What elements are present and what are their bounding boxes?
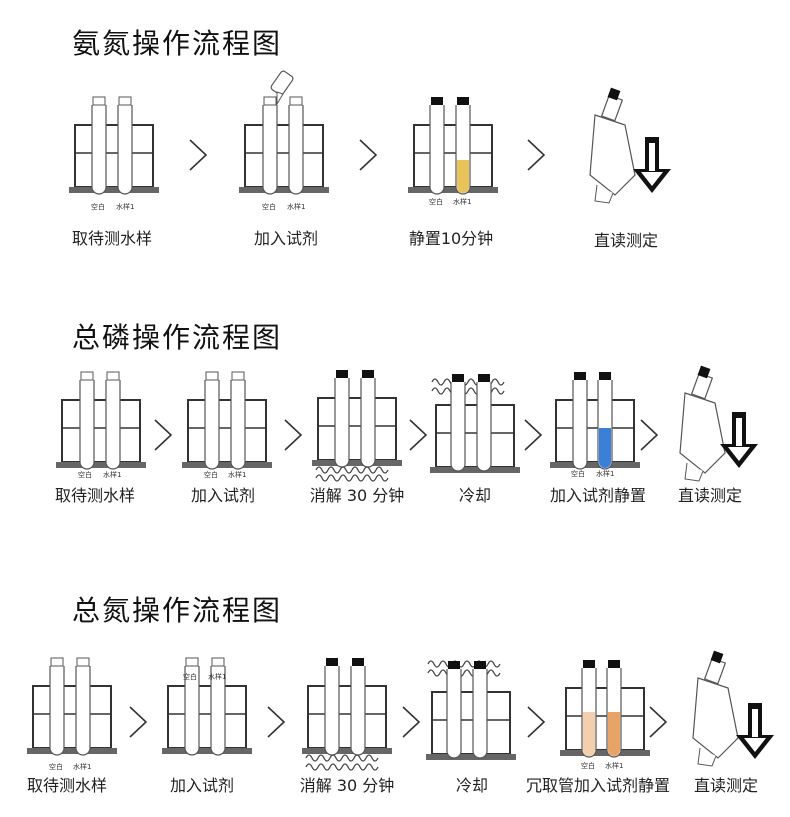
tp-step-label: 冷却 (458, 486, 492, 505)
tn-step-label: 加入试剂 (169, 776, 235, 795)
photometer-icon (692, 649, 739, 767)
down-arrow-icon (736, 703, 774, 759)
heat-waves-icon (431, 387, 505, 395)
tp-step-3 (311, 369, 403, 482)
heat-waves-icon (315, 474, 389, 482)
tp-step-5 (549, 371, 641, 470)
tp-step-label: 加入试剂静置 (549, 486, 647, 505)
arrow-chevron-icon (189, 139, 207, 171)
tube-label-sample: 水样1 (103, 471, 122, 479)
photometer-icon (589, 86, 636, 204)
tn-step-5 (559, 659, 651, 758)
arrow-chevron-icon (284, 419, 302, 451)
tube-label-sample: 水样1 (287, 203, 306, 211)
tn-step-3 (301, 657, 393, 771)
ammonia-step-label: 取待测水样 (71, 229, 153, 248)
tube-label-blank: 空白 (204, 471, 218, 479)
tn-title: 总氮操作流程图 (72, 594, 283, 627)
heat-waves-icon (427, 660, 501, 668)
tube-label-sample: 水样1 (73, 763, 92, 771)
arrow-chevron-icon (524, 419, 542, 451)
arrow-chevron-icon (129, 706, 147, 738)
tube-label-blank: 空白 (183, 673, 197, 681)
heat-waves-icon (305, 754, 379, 762)
tn-step-1 (26, 657, 118, 756)
arrow-chevron-icon (527, 139, 545, 171)
arrow-chevron-icon (154, 419, 172, 451)
tp-title: 总磷操作流程图 (72, 321, 283, 354)
tp-step-1 (55, 371, 147, 470)
ammonia-step-label: 静置10分钟 (408, 229, 494, 248)
tube-label-blank: 空白 (571, 470, 585, 478)
tube-label-blank: 空白 (49, 763, 63, 771)
tube-label-sample: 水样1 (116, 203, 135, 211)
heat-waves-icon (305, 763, 379, 771)
tube-label-sample: 水样1 (453, 198, 472, 206)
tp-step-4 (429, 373, 521, 474)
photometer-icon (679, 364, 726, 482)
ammonia-step-2 (238, 69, 330, 195)
heat-waves-icon (427, 669, 501, 677)
tube-label-sample: 水样1 (596, 470, 615, 478)
down-arrow-icon (720, 412, 758, 468)
tn-step-label: 冷却 (455, 776, 489, 795)
tn-step-label: 取待测水样 (26, 776, 108, 795)
arrow-chevron-icon (409, 419, 427, 451)
arrow-chevron-icon (359, 139, 377, 171)
ammonia-step-label: 直读测定 (593, 231, 659, 250)
arrow-chevron-icon (402, 706, 420, 738)
tn-step-label: 直读测定 (693, 776, 759, 795)
tn-step-2 (161, 657, 253, 756)
tube-label-blank: 空白 (429, 198, 443, 206)
tube-label-sample: 水样1 (208, 673, 227, 681)
tp-step-label: 取待测水样 (54, 486, 136, 505)
ammonia-step-3 (407, 96, 499, 195)
tp-step-2 (181, 371, 273, 470)
tp-step-label: 直读测定 (677, 486, 743, 505)
tube-label-blank: 空白 (262, 203, 276, 211)
tube-label-sample: 水样1 (228, 471, 247, 479)
tube-label-sample: 水样1 (605, 762, 624, 770)
down-arrow-icon (633, 137, 671, 193)
arrow-chevron-icon (267, 706, 285, 738)
tube-label-blank: 空白 (581, 762, 595, 770)
tn-step-label: 冗取管加入试剂静置 (525, 776, 671, 795)
tp-step-label: 加入试剂 (190, 486, 256, 505)
tube-label-blank: 空白 (91, 203, 105, 211)
arrow-chevron-icon (649, 706, 667, 738)
arrow-chevron-icon (640, 419, 658, 451)
tube-label-blank: 空白 (78, 471, 92, 479)
heat-waves-icon (315, 466, 389, 474)
tp-step-label: 消解 30 分钟 (309, 486, 405, 505)
ammonia-step-1 (68, 96, 160, 195)
tn-step-label: 消解 30 分钟 (299, 776, 395, 795)
arrow-chevron-icon (527, 706, 545, 738)
tn-step-4 (425, 660, 517, 761)
ammonia-step-label: 加入试剂 (253, 229, 319, 248)
heat-waves-icon (431, 378, 505, 386)
ammonia-title: 氨氮操作流程图 (72, 27, 283, 60)
